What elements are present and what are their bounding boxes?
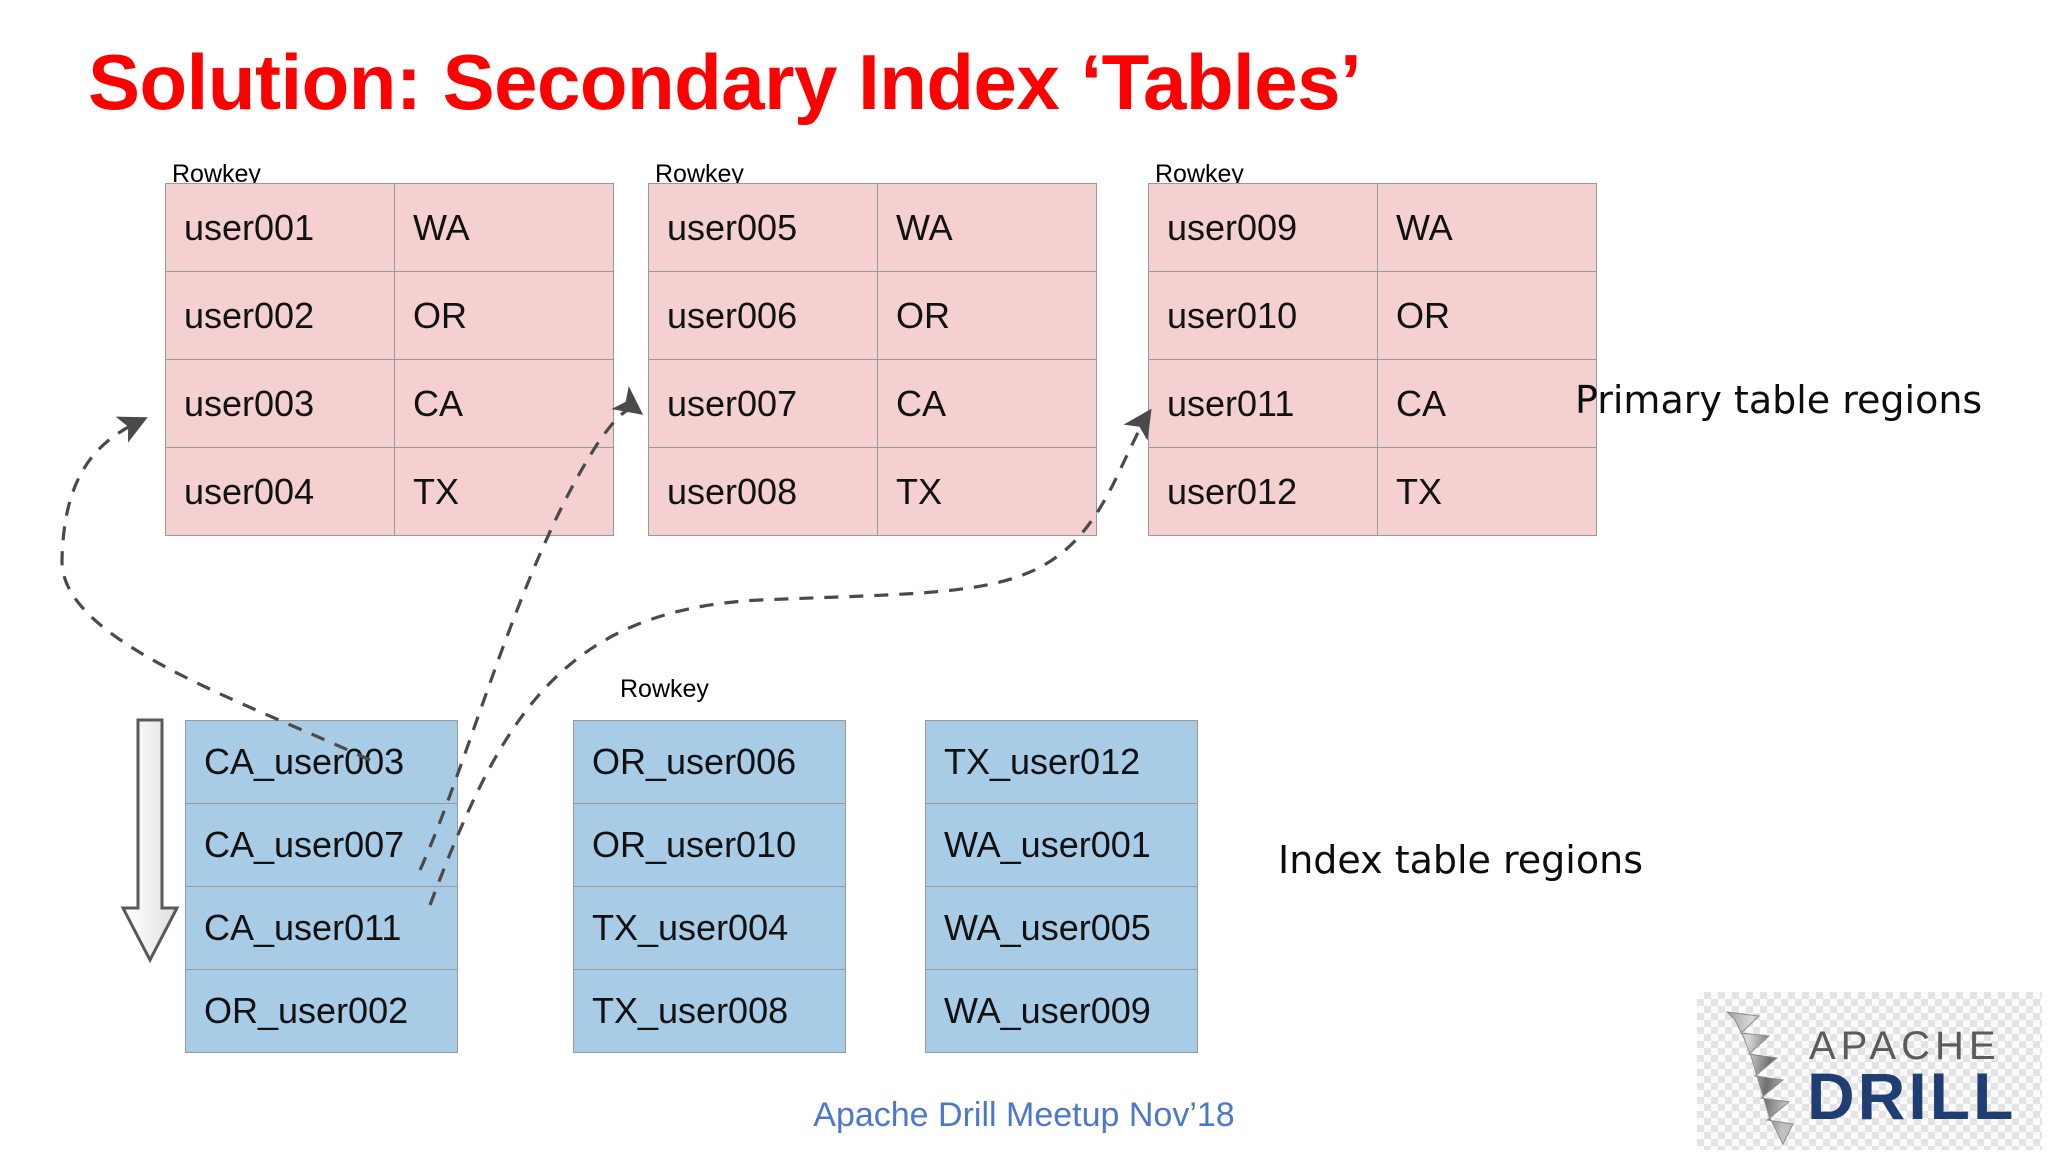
page-title: Solution: Secondary Index ‘Tables’ bbox=[88, 38, 1362, 126]
primary-rowkey-cell: user010 bbox=[1148, 271, 1378, 360]
table-row: user003 CA bbox=[165, 359, 614, 448]
primary-state-cell: CA bbox=[394, 359, 614, 448]
index-rowkey-cell: OR_user002 bbox=[185, 969, 458, 1053]
list-item: TX_user004 bbox=[573, 886, 846, 970]
primary-rowkey-cell: user007 bbox=[648, 359, 878, 448]
primary-rowkey-cell: user008 bbox=[648, 447, 878, 536]
apache-drill-logo: APACHE DRILL bbox=[1697, 992, 2042, 1150]
list-item: TX_user008 bbox=[573, 969, 846, 1053]
primary-state-cell: OR bbox=[1377, 271, 1597, 360]
primary-table-regions-label: Primary table regions bbox=[1575, 378, 1983, 422]
primary-region-table-1: user001 WA user002 OR user003 CA user004… bbox=[165, 183, 614, 536]
table-row: user011 CA bbox=[1148, 359, 1597, 448]
primary-rowkey-cell: user002 bbox=[165, 271, 395, 360]
table-row: user005 WA bbox=[648, 183, 1097, 272]
primary-rowkey-cell: user009 bbox=[1148, 183, 1378, 272]
list-item: CA_user011 bbox=[185, 886, 458, 970]
index-rowkey-cell: CA_user007 bbox=[185, 803, 458, 887]
primary-state-cell: WA bbox=[1377, 183, 1597, 272]
table-row: user007 CA bbox=[648, 359, 1097, 448]
table-row: user002 OR bbox=[165, 271, 614, 360]
table-row: user009 WA bbox=[1148, 183, 1597, 272]
list-item: OR_user002 bbox=[185, 969, 458, 1053]
primary-rowkey-cell: user005 bbox=[648, 183, 878, 272]
primary-state-cell: CA bbox=[877, 359, 1097, 448]
primary-state-cell: CA bbox=[1377, 359, 1597, 448]
footer-text: Apache Drill Meetup Nov’18 bbox=[813, 1096, 1235, 1134]
index-rowkey-cell: CA_user003 bbox=[185, 720, 458, 804]
logo-apache-text: APACHE bbox=[1809, 1024, 2001, 1068]
primary-rowkey-cell: user003 bbox=[165, 359, 395, 448]
list-item: WA_user001 bbox=[925, 803, 1198, 887]
index-rowkey-cell: WA_user009 bbox=[925, 969, 1198, 1053]
table-row: user012 TX bbox=[1148, 447, 1597, 536]
list-item: WA_user009 bbox=[925, 969, 1198, 1053]
index-rowkey-cell: WA_user005 bbox=[925, 886, 1198, 970]
index-table-regions-label: Index table regions bbox=[1278, 838, 1643, 882]
index-rowkey-cell: TX_user012 bbox=[925, 720, 1198, 804]
table-row: user004 TX bbox=[165, 447, 614, 536]
primary-state-cell: WA bbox=[394, 183, 614, 272]
primary-state-cell: TX bbox=[877, 447, 1097, 536]
drill-bit-icon bbox=[1725, 1011, 1794, 1146]
index-rowkey-cell: TX_user004 bbox=[573, 886, 846, 970]
primary-state-cell: TX bbox=[394, 447, 614, 536]
index-rowkey-cell: OR_user006 bbox=[573, 720, 846, 804]
list-item: OR_user010 bbox=[573, 803, 846, 887]
index-rowkey-cell: WA_user001 bbox=[925, 803, 1198, 887]
primary-rowkey-cell: user001 bbox=[165, 183, 395, 272]
primary-rowkey-cell: user012 bbox=[1148, 447, 1378, 536]
logo-drill-text: DRILL bbox=[1807, 1059, 2017, 1133]
table-row: user008 TX bbox=[648, 447, 1097, 536]
primary-rowkey-cell: user011 bbox=[1148, 359, 1378, 448]
list-item: OR_user006 bbox=[573, 720, 846, 804]
index-rowkey-cell: TX_user008 bbox=[573, 969, 846, 1053]
rowkey-label-index-2: Rowkey bbox=[620, 675, 709, 703]
index-region-table-1: CA_user003 CA_user007 CA_user011 OR_user… bbox=[185, 720, 458, 1053]
index-region-table-3: TX_user012 WA_user001 WA_user005 WA_user… bbox=[925, 720, 1198, 1053]
index-rowkey-cell: OR_user010 bbox=[573, 803, 846, 887]
primary-state-cell: WA bbox=[877, 183, 1097, 272]
primary-rowkey-cell: user006 bbox=[648, 271, 878, 360]
sort-direction-arrow-icon bbox=[120, 718, 180, 963]
list-item: CA_user003 bbox=[185, 720, 458, 804]
primary-state-cell: OR bbox=[877, 271, 1097, 360]
list-item: WA_user005 bbox=[925, 886, 1198, 970]
primary-rowkey-cell: user004 bbox=[165, 447, 395, 536]
table-row: user001 WA bbox=[165, 183, 614, 272]
table-row: user010 OR bbox=[1148, 271, 1597, 360]
list-item: CA_user007 bbox=[185, 803, 458, 887]
list-item: TX_user012 bbox=[925, 720, 1198, 804]
primary-region-table-2: user005 WA user006 OR user007 CA user008… bbox=[648, 183, 1097, 536]
primary-state-cell: TX bbox=[1377, 447, 1597, 536]
primary-region-table-3: user009 WA user010 OR user011 CA user012… bbox=[1148, 183, 1597, 536]
index-rowkey-cell: CA_user011 bbox=[185, 886, 458, 970]
primary-state-cell: OR bbox=[394, 271, 614, 360]
table-row: user006 OR bbox=[648, 271, 1097, 360]
index-region-table-2: OR_user006 OR_user010 TX_user004 TX_user… bbox=[573, 720, 846, 1053]
